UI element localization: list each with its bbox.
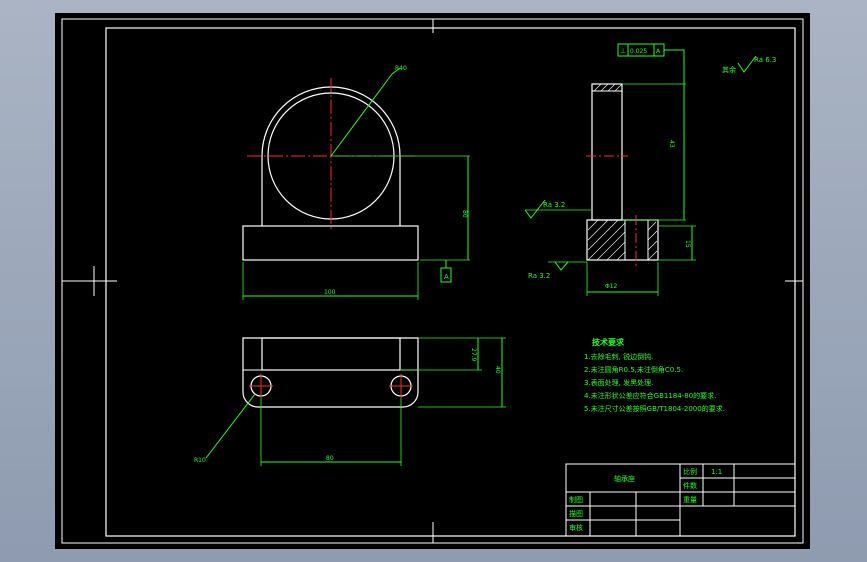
weight-label: 重量	[683, 496, 697, 504]
dim-depth-inner: 27.9	[470, 348, 477, 362]
dim-side-height: 43	[668, 140, 675, 148]
ra-bottom: Ra 3.2	[528, 272, 550, 280]
top-outline	[242, 337, 419, 408]
drafter-label: 描图	[569, 509, 583, 518]
front-view: R40 80 A 100	[242, 65, 470, 300]
qty-label: 件数	[683, 481, 697, 490]
dim-height-80: 80	[461, 210, 468, 218]
section-hatch-left	[587, 219, 626, 261]
notes-title: 技术要求	[592, 337, 625, 347]
note-4: 4.未注形状公差应符合GB1184-80的要求.	[584, 391, 716, 400]
tolerance-value: 0.025	[630, 48, 647, 55]
note-2: 2.未注圆角R0.5,未注倒角C0.5.	[584, 365, 683, 374]
dim-r10: R10	[194, 457, 206, 464]
reviewer-label: 审核	[569, 523, 583, 532]
datum-a-box	[440, 267, 452, 283]
part-name: 轴承座	[614, 474, 635, 483]
base-plate	[242, 225, 419, 261]
ra-corner: Ra 6.3	[754, 56, 776, 64]
note-5: 5.未注尺寸公差按照GB/T1804-2000的要求.	[584, 404, 725, 413]
tolerance-symbol: ⊥	[620, 47, 626, 55]
dim-hole-spacing: 80	[326, 455, 334, 462]
dim-width-100: 100	[324, 289, 336, 296]
dim-side-base: 15	[684, 240, 691, 248]
note-1: 1.去除毛刺, 锐边倒钝.	[584, 352, 653, 361]
designer-label: 制图	[569, 495, 583, 504]
tolerance-ref: A	[656, 48, 661, 55]
datum-a-label: A	[444, 273, 449, 281]
dim-side-width: Φ12	[605, 283, 618, 290]
other-label: 其余	[722, 65, 736, 74]
note-3: 3.表面处理, 发黑处理.	[584, 378, 653, 387]
technical-notes: 技术要求 1.去除毛刺, 锐边倒钝. 2.未注圆角R0.5,未注倒角C0.5. …	[584, 337, 725, 413]
title-block: 轴承座 比例 1:1 件数 重量 制图 描图 审核	[565, 463, 796, 537]
side-view: ⊥ 0.025 A 43 15 Φ12 Ra 3.2 Ra 3.2 其余 Ra …	[524, 43, 776, 296]
dim-depth-total: 40	[494, 366, 501, 374]
scale-label: 比例	[683, 467, 697, 476]
ra-left: Ra 3.2	[543, 201, 565, 209]
scale-value: 1:1	[711, 468, 722, 476]
top-view: R10 80 27.9 40	[194, 337, 506, 466]
centering-marks	[62, 19, 803, 543]
section-hatch-right	[647, 221, 658, 261]
dim-r40: R40	[395, 65, 407, 72]
